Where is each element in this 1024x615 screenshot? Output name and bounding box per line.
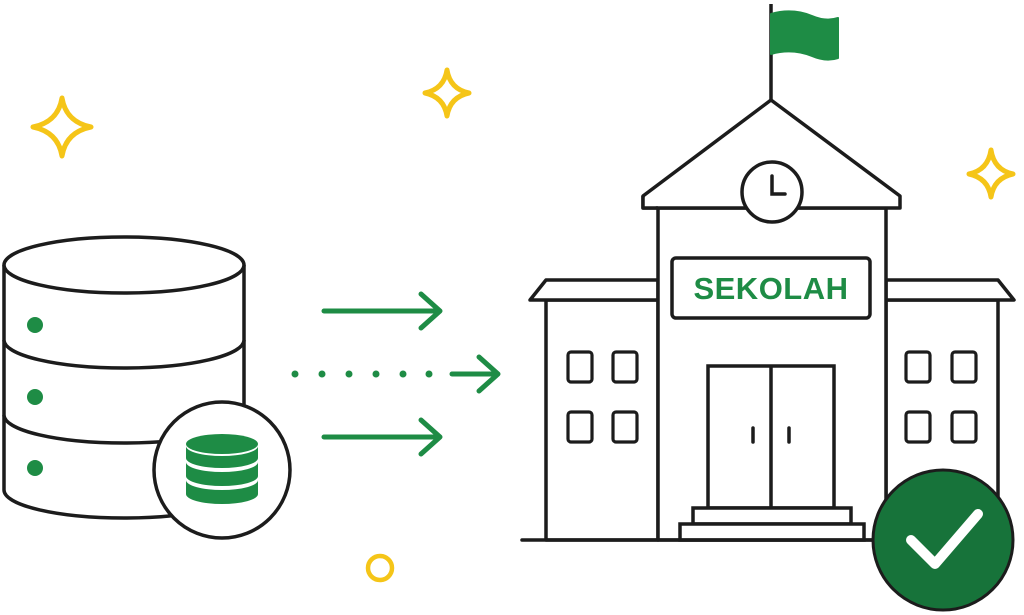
school-sign: SEKOLAH	[670, 256, 872, 320]
arrow-right-icon	[321, 291, 443, 331]
sparkle-icon	[30, 95, 94, 159]
steps-icon	[678, 506, 866, 542]
school-sign-text: SEKOLAH	[693, 271, 848, 306]
dotted-arrow-right-icon	[291, 354, 501, 394]
checkmark-badge-icon	[871, 468, 1015, 612]
sparkle-icon	[422, 67, 472, 119]
clock-icon	[740, 160, 804, 224]
sparkle-icon	[966, 147, 1016, 200]
database-indicator-dot	[27, 460, 43, 476]
window-icon	[904, 350, 978, 444]
arrow-right-icon	[321, 417, 443, 457]
database-badge-icon	[152, 400, 292, 540]
flag-icon	[769, 4, 839, 100]
database-indicator-dot	[27, 317, 43, 333]
database-indicator-dot	[27, 389, 43, 405]
window-icon	[566, 350, 639, 444]
door-icon	[706, 364, 836, 510]
small-circle-icon	[365, 553, 395, 583]
